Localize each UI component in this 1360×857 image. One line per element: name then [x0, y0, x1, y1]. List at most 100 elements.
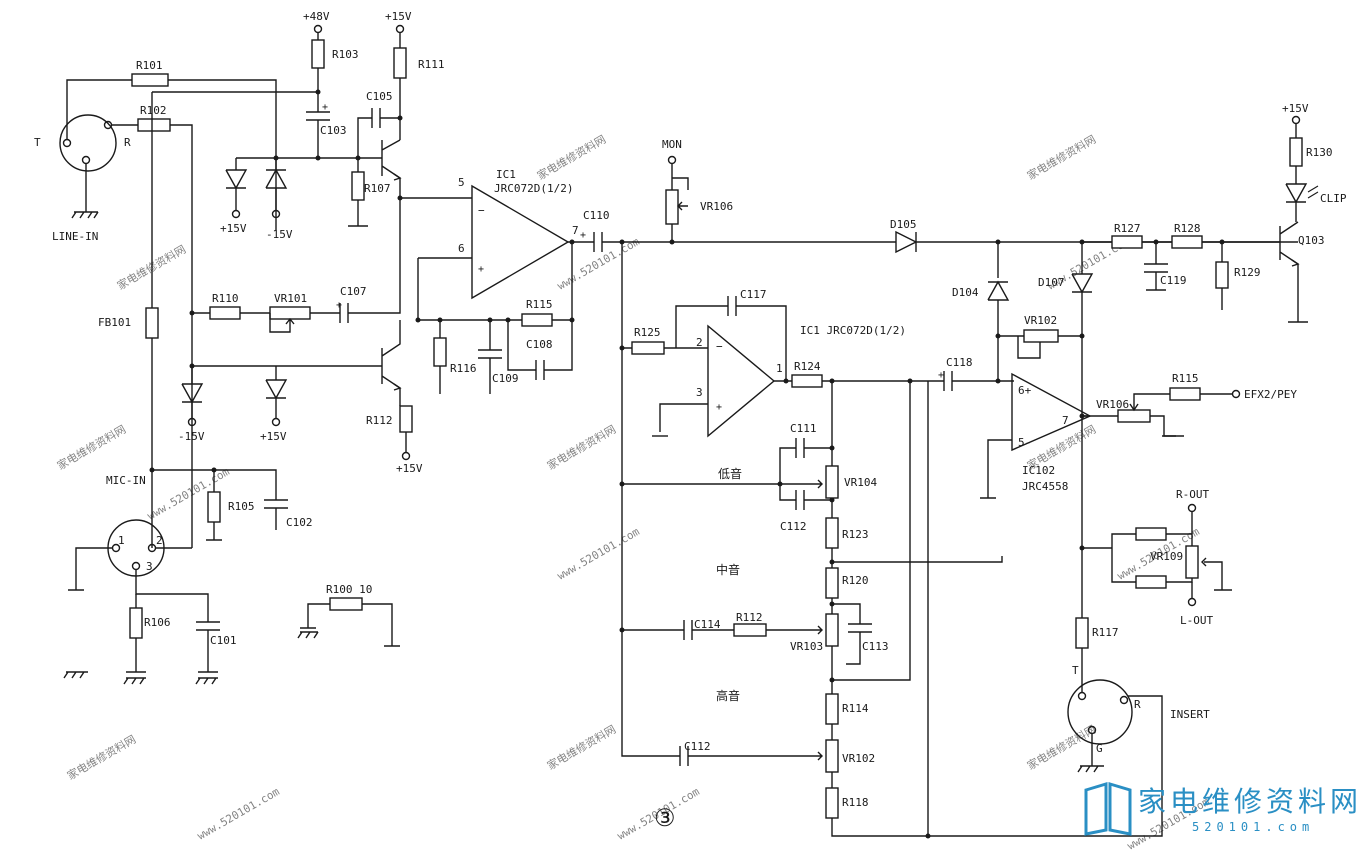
label-treble: 高音 — [716, 688, 740, 703]
label-q103: Q103 — [1298, 234, 1325, 247]
label-15v-b: +15V — [220, 222, 247, 235]
label-r107: R107 — [364, 182, 391, 195]
label-r120: R120 — [842, 574, 869, 587]
resistor-r112b — [733, 623, 767, 637]
resistor-l-out — [1135, 575, 1167, 589]
resistor-r103 — [311, 39, 325, 69]
label-r112b: R112 — [736, 611, 763, 624]
label-r101: R101 — [136, 59, 163, 72]
resistor-r106 — [129, 607, 143, 639]
label-r111: R111 — [418, 58, 445, 71]
pin6b-label: 6+ — [1018, 384, 1032, 397]
resistor-r115a — [521, 313, 553, 327]
label-r118: R118 — [842, 796, 869, 809]
watermark-text: 家电维修资料网 — [545, 722, 619, 773]
label-r102: R102 — [140, 104, 167, 117]
pin7b-label: 7 — [1062, 414, 1069, 427]
pot-vr104 — [825, 465, 839, 499]
resistor-r100 — [329, 597, 363, 611]
label-r115a: R115 — [526, 298, 553, 311]
ferrite-fb101 — [145, 307, 159, 339]
mic-in-label: MIC-IN — [106, 474, 146, 487]
resistor-r101 — [131, 73, 169, 87]
pin5-label: 5 — [458, 176, 465, 189]
jack-label-t: T — [34, 136, 41, 149]
resistor-r130 — [1289, 137, 1303, 167]
mic-pin2: 2 — [156, 534, 163, 547]
watermark-url: www.520101.com — [555, 525, 642, 583]
mic-in-section: MIC-IN C102 R105 1 2 3 C101 R106 R100 10 — [68, 467, 400, 673]
pin7a-label: 7 — [572, 224, 579, 237]
label-insert: INSERT — [1170, 708, 1210, 721]
resistor-r123 — [825, 517, 839, 549]
resistor-r124 — [791, 374, 823, 388]
label-r106: R106 — [144, 616, 171, 629]
label-vr101: VR101 — [274, 292, 307, 305]
watermark-text: 家电维修资料网 — [535, 132, 609, 183]
figure-number: ③ — [654, 804, 676, 832]
opamp-ic1b — [707, 324, 776, 438]
svg-text:+: + — [478, 264, 484, 275]
mic-preamp-section: FB101 R110 VR101 + C107 R112 +15V -15V +… — [98, 92, 423, 475]
label-r124: R124 — [794, 360, 821, 373]
label-r114: R114 — [842, 702, 869, 715]
pot-vr106a — [665, 189, 679, 225]
label-vr104: VR104 — [844, 476, 877, 489]
label-minus15v-a: -15V — [266, 228, 293, 241]
pot-vr102a — [1023, 329, 1059, 343]
pin1-label: 1 — [776, 362, 783, 375]
label-ic102: IC102 — [1022, 464, 1055, 477]
resistor-r120 — [825, 567, 839, 599]
phantom-power-section: +48V R103 + C103 +15V R111 C105 +15V -15… — [152, 10, 445, 241]
label-48v: +48V — [303, 10, 330, 23]
label-r-out: R-OUT — [1176, 488, 1209, 501]
label-r110: R110 — [212, 292, 239, 305]
bass-control: C111 C112 VR104 低音 R123 — [622, 381, 877, 564]
label-c107: C107 — [340, 285, 367, 298]
logo-url: 520101.com — [1192, 820, 1315, 834]
label-d105: D105 — [890, 218, 917, 231]
resistor-r112a — [399, 405, 413, 433]
pot-vr101 — [269, 306, 311, 320]
label-15v-c: +15V — [1282, 102, 1309, 115]
label-c101: C101 — [210, 634, 237, 647]
watermark-url: www.520101.com — [555, 235, 642, 293]
label-fb101: FB101 — [98, 316, 131, 329]
insert-label-r: R — [1134, 698, 1141, 711]
label-r100: R100 10 — [326, 583, 372, 596]
treble-control: 高音 R114 VR102 C112 R118 ③ — [654, 381, 1163, 839]
label-bass: 低音 — [718, 466, 742, 481]
site-logo: 家电维修资料网 520101.com — [1080, 780, 1358, 844]
label-c110: C110 — [583, 209, 610, 222]
line-in-jack — [59, 114, 117, 172]
label-c103: C103 — [320, 124, 347, 137]
label-r128: R128 — [1174, 222, 1201, 235]
svg-text:−: − — [478, 204, 485, 217]
label-r129: R129 — [1234, 266, 1261, 279]
label-r117: R117 — [1092, 626, 1119, 639]
label-ic1b: IC1 JRC072D(1/2) — [800, 324, 906, 337]
label-clip: CLIP — [1320, 192, 1347, 205]
resistor-r127 — [1111, 235, 1143, 249]
label-d107: D107 — [1038, 276, 1065, 289]
label-15v-e: +15V — [396, 462, 423, 475]
watermark-text: 家电维修资料网 — [65, 732, 139, 783]
label-c108: C108 — [526, 338, 553, 351]
insert-label-g: G — [1096, 742, 1103, 755]
pot-vr103 — [825, 613, 839, 647]
pot-vr109 — [1185, 545, 1199, 579]
book-icon — [1084, 781, 1132, 836]
ic1-stage-b: − + 2 3 1 IC1 JRC072D(1/2) R125 C117 R12… — [622, 288, 944, 438]
label-c113: C113 — [862, 640, 889, 653]
label-r127: R127 — [1114, 222, 1141, 235]
svg-text:+: + — [336, 300, 342, 311]
resistor-r110 — [209, 306, 241, 320]
label-vr109: VR109 — [1150, 550, 1183, 563]
label-15v-d: +15V — [260, 430, 287, 443]
resistor-r118 — [825, 787, 839, 819]
label-vr102b: VR102 — [842, 752, 875, 765]
ground-symbols — [63, 435, 1184, 685]
svg-text:+: + — [580, 230, 586, 241]
clip-indicator: R127 R128 C119 R129 Q103 +15V R130 CLIP — [1082, 102, 1347, 323]
label-c112b: C112 — [684, 740, 711, 753]
